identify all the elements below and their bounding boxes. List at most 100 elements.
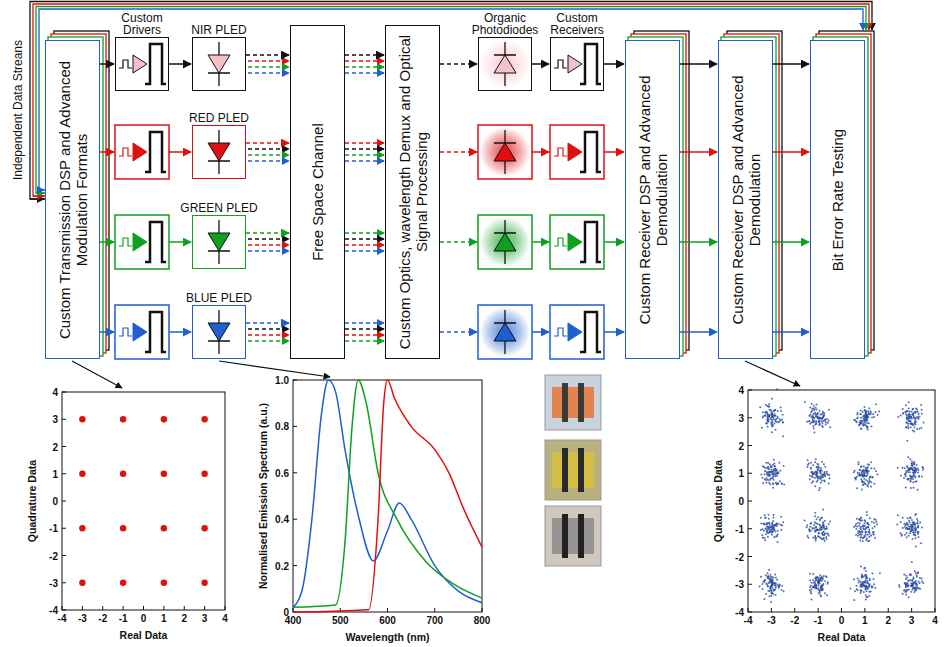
component-heading: RED PLED: [189, 112, 249, 124]
photodiode-box: [478, 125, 532, 179]
receiver-symbol: [554, 222, 601, 262]
tick-label: 4: [932, 615, 938, 626]
signal-connector: [246, 54, 289, 56]
signal-line: [345, 66, 384, 67]
tick-label: 2: [181, 613, 187, 624]
received-constellation: [759, 388, 925, 603]
signal-line: [532, 151, 549, 153]
component-box: RED PLED: [192, 125, 246, 179]
signal-line: [345, 238, 384, 239]
led-symbol: [208, 130, 230, 174]
tick-label: 4: [738, 385, 744, 396]
signal-connector: [246, 232, 289, 234]
signal-line: [345, 334, 384, 335]
emission-curve: [293, 380, 482, 612]
tick-label: 3: [909, 615, 915, 626]
signal-line: [345, 60, 384, 61]
stream-label: Independent Data Streans: [11, 40, 25, 180]
signal-connector: [532, 63, 549, 65]
data-stream-arrow: [36, 192, 44, 193]
tick-label: -3: [735, 579, 744, 590]
data-stream-arrow: [33, 195, 44, 196]
tick-label: 0: [141, 613, 147, 624]
process-box: Free Space Channel: [290, 25, 345, 359]
signal-line: [532, 331, 549, 333]
signal-connector: [246, 142, 289, 144]
tick-label: 0.4: [275, 514, 289, 525]
tick-label: 0: [738, 496, 744, 507]
tick-label: 0: [52, 496, 58, 507]
signal-line: [345, 232, 384, 233]
receiver-box: [550, 125, 604, 179]
tick-label: -4: [735, 607, 744, 618]
leader-line: [219, 361, 330, 377]
box-label: Custom Receiver DSP and Advanced Demodul…: [635, 47, 670, 352]
signal-line: [100, 241, 114, 243]
component-heading: Custom Drivers: [104, 12, 180, 36]
photodiode-symbol: [480, 39, 530, 89]
tick-label: 0.8: [275, 421, 289, 432]
leader-line: [745, 361, 800, 386]
axis-title: Quadrature Data: [26, 460, 38, 542]
receiver-box: [550, 215, 604, 269]
signal-line: [100, 151, 114, 153]
data-stream-arrow: [39, 189, 44, 190]
signal-line: [345, 328, 384, 329]
box-label: Bit Error Rate Testing: [829, 47, 846, 352]
signal-line: [169, 331, 191, 333]
signal-line: [248, 334, 289, 335]
signal-line: [440, 151, 477, 153]
photodiode-symbol: [480, 127, 530, 177]
component-heading: NIR PLED: [191, 24, 246, 36]
emission-curve: [293, 380, 482, 607]
photodiode-symbol: [480, 307, 530, 357]
component-heading: Custom Receivers: [539, 12, 615, 36]
axis-title: Wavelength (nm): [345, 631, 429, 643]
component-box: GREEN PLED: [192, 215, 246, 269]
signal-line: [773, 151, 809, 153]
driver-symbol: [119, 312, 166, 352]
tick-label: -2: [49, 550, 58, 561]
signal-line: [680, 331, 717, 333]
signal-connector: [773, 63, 809, 65]
signal-line: [248, 148, 289, 149]
axis-title: Real Data: [818, 631, 866, 643]
tick-label: -3: [767, 615, 776, 626]
signal-line: [248, 66, 289, 67]
chart-axes: [62, 392, 225, 610]
box-label: Custom Receiver DSP and Advanced Demodul…: [728, 47, 763, 352]
tick-label: -4: [58, 613, 67, 624]
signal-line: [248, 244, 289, 245]
led-symbol: [208, 310, 230, 354]
signal-line: [248, 154, 289, 155]
tick-label: -4: [49, 605, 58, 616]
device-photo: [545, 375, 601, 430]
signal-connector: [100, 63, 114, 65]
box-label: Free Space Channel: [309, 32, 326, 352]
component-box: Organic Photodiodes: [478, 37, 532, 91]
signal-connector: [169, 63, 191, 65]
tick-label: -1: [49, 523, 58, 534]
signal-line: [440, 241, 477, 243]
signal-line: [680, 151, 717, 153]
signal-line: [248, 160, 289, 161]
signal-line: [345, 148, 384, 149]
chart-axes: [748, 390, 935, 612]
signal-line: [440, 331, 477, 333]
component-heading: Organic Photodiodes: [467, 12, 543, 36]
tick-label: 3: [52, 414, 58, 425]
driver-symbol: [119, 222, 166, 262]
tick-label: 4: [222, 613, 228, 624]
tick-label: 1: [862, 615, 868, 626]
tick-label: -2: [735, 551, 744, 562]
tick-label: 1: [52, 468, 58, 479]
driver-symbol: [119, 44, 166, 84]
signal-connector: [246, 322, 289, 324]
signal-line: [604, 331, 624, 333]
tick-label: 0.6: [275, 467, 289, 478]
box-label: Custom Optics, wavelength Demux and Opti…: [395, 32, 430, 352]
signal-line: [773, 241, 809, 243]
signal-line: [680, 241, 717, 243]
